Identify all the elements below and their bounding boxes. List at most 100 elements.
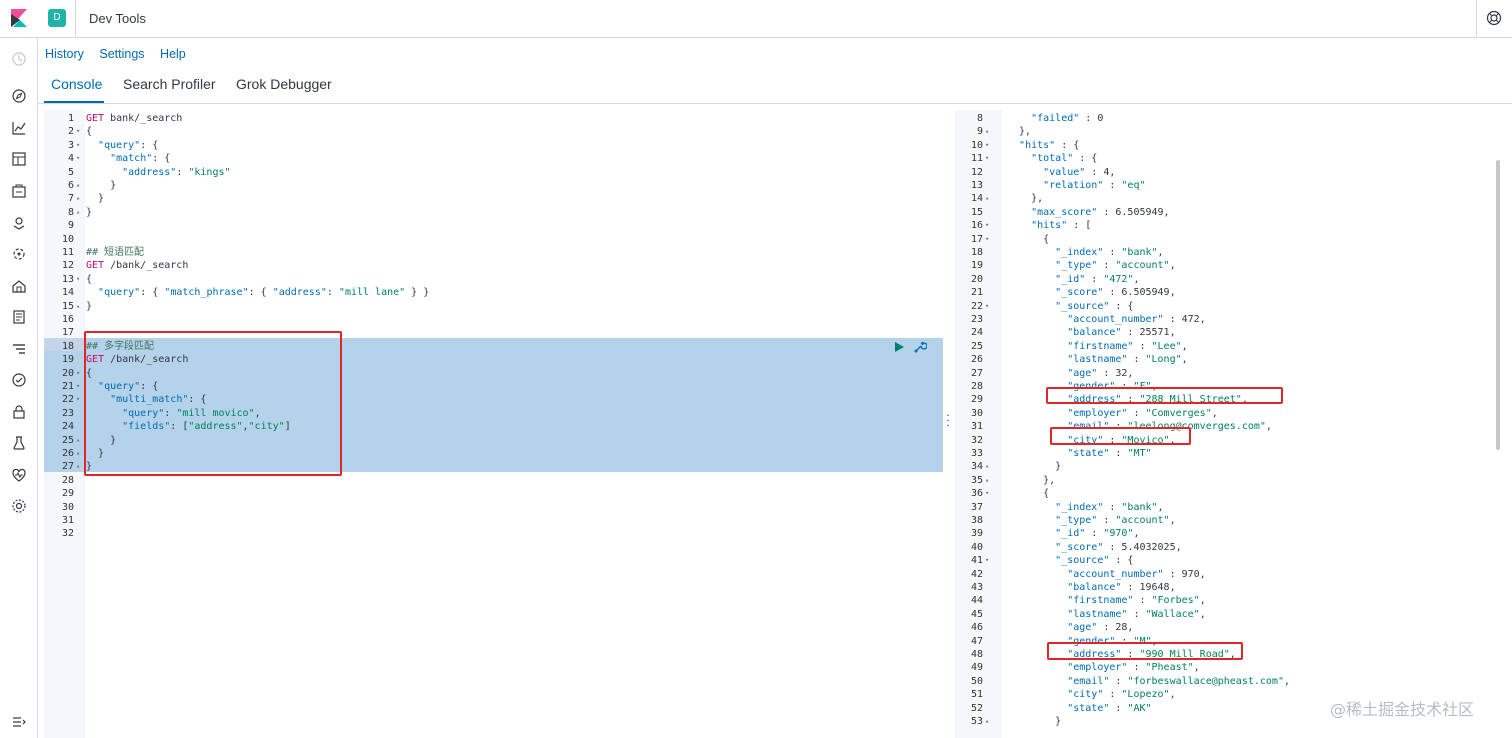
tab-search-profiler[interactable]: Search Profiler	[123, 76, 216, 92]
fold-toggle-icon[interactable]: ▴	[985, 462, 990, 471]
fold-toggle-icon[interactable]: ▾	[76, 274, 81, 283]
fold-toggle-icon[interactable]: ▴	[985, 127, 990, 136]
infrastructure-icon[interactable]	[11, 278, 27, 294]
fold-toggle-icon[interactable]: ▴	[76, 462, 81, 471]
fold-toggle-icon[interactable]: ▴	[76, 181, 81, 189]
devtools-icon[interactable]	[11, 435, 27, 451]
fold-toggle-icon[interactable]: ▴	[76, 435, 81, 444]
fold-toggle-icon[interactable]: ▾	[76, 395, 81, 404]
line-number: 13	[970, 180, 983, 191]
line-number: 19	[970, 260, 983, 272]
response-gutter	[955, 110, 1002, 738]
code-token	[1007, 341, 1067, 352]
fold-toggle-icon[interactable]: ▾	[985, 221, 990, 230]
fold-toggle-icon[interactable]: ▾	[76, 368, 81, 377]
fold-toggle-icon[interactable]: ▾	[985, 234, 990, 243]
code-token: "multi_match"	[110, 394, 189, 406]
request_editor-line: 18## 多字段匹配	[44, 340, 943, 353]
fold-toggle-icon[interactable]: ▾	[76, 154, 81, 163]
response_editor-line: 36▾ {	[955, 487, 1500, 500]
line-number: 20	[970, 273, 983, 285]
code-token: : 28,	[1097, 622, 1134, 634]
monitoring-icon[interactable]	[11, 467, 27, 483]
recent-icon[interactable]	[11, 51, 27, 67]
code-token: :	[176, 166, 189, 178]
fold-toggle-icon[interactable]: ▴	[985, 475, 990, 484]
code-text: }	[86, 179, 116, 192]
fold-toggle-icon[interactable]: ▾	[985, 140, 990, 149]
collapse-icon[interactable]	[11, 714, 27, 730]
response_editor-line: 35▴ },	[955, 474, 1500, 487]
request_editor-line: 24 "fields": ["address","city"]	[44, 420, 943, 433]
code-token: bank/_search	[104, 113, 183, 124]
visualize-icon[interactable]	[11, 120, 27, 136]
response_editor-line: 52 "state" : "AK"	[955, 702, 1500, 715]
discover-icon[interactable]	[11, 88, 27, 104]
code-token: :	[1103, 434, 1122, 446]
maps-icon[interactable]	[11, 215, 27, 231]
fold-toggle-icon[interactable]: ▴	[76, 207, 81, 216]
fold-toggle-icon[interactable]: ▴	[76, 194, 81, 203]
fold-toggle-icon[interactable]: ▾	[76, 140, 81, 149]
fold-toggle-icon[interactable]: ▾	[985, 154, 990, 163]
request_editor-line: 6▴ }	[44, 179, 943, 192]
tab-grok-debugger[interactable]: Grok Debugger	[236, 76, 332, 92]
code-token: :	[1109, 448, 1128, 459]
response_editor-line: 8 "failed" : 0	[955, 112, 1500, 125]
fold-toggle-icon[interactable]: ▴	[76, 301, 81, 310]
management-icon[interactable]	[11, 498, 27, 514]
fold-toggle-icon[interactable]: ▾	[76, 127, 81, 136]
fold-toggle-icon[interactable]: ▴	[76, 449, 81, 457]
response_editor-line: 13 "relation" : "eq"	[955, 179, 1500, 192]
line-number: 9	[67, 220, 74, 232]
help-menu-icon[interactable]	[1486, 10, 1502, 26]
dashboard-icon[interactable]	[11, 151, 27, 167]
logs-icon[interactable]	[11, 309, 27, 325]
code-token: "Lopezo"	[1121, 689, 1170, 701]
request_editor-line: 25▴ }	[44, 434, 943, 447]
tab-console[interactable]: Console	[51, 76, 103, 92]
multi-match-request-highlight-box	[84, 331, 342, 476]
code-token: "MT"	[1127, 448, 1152, 459]
fold-toggle-icon[interactable]: ▾	[985, 489, 990, 498]
code-text: "relation" : "eq"	[1007, 179, 1145, 192]
line-number: 17	[970, 233, 983, 245]
ml-icon[interactable]	[11, 246, 27, 262]
uptime-icon[interactable]	[11, 372, 27, 388]
code-text: "address" : "990 Mill Road",	[1007, 648, 1236, 661]
response_editor-line: 51 "city" : "Lopezo",	[955, 688, 1500, 701]
code-text: }	[86, 300, 92, 313]
fold-toggle-icon[interactable]: ▾	[985, 301, 990, 310]
space-avatar[interactable]: D	[48, 9, 66, 27]
code-token: "leelong@comverges.com"	[1127, 421, 1266, 433]
canvas-icon[interactable]	[11, 183, 27, 199]
line-number: 29	[61, 488, 74, 500]
history-link[interactable]: History	[45, 47, 84, 61]
code-token: :	[1115, 381, 1134, 392]
settings-link[interactable]: Settings	[99, 47, 145, 61]
apm-icon[interactable]	[11, 341, 27, 357]
kibana-logo-icon[interactable]	[11, 9, 27, 27]
help-link[interactable]: Help	[160, 47, 186, 61]
code-token: "lastname"	[1067, 608, 1128, 620]
line-number: 31	[61, 515, 74, 526]
fold-toggle-icon[interactable]: ▴	[985, 194, 990, 203]
line-number: 13	[61, 273, 74, 285]
code-token: :	[1109, 421, 1128, 433]
request_editor-line: 3▾ "query": {	[44, 139, 943, 152]
request-options-wrench-icon[interactable]	[913, 340, 927, 354]
fold-toggle-icon[interactable]: ▾	[985, 556, 990, 565]
line-number: 3	[67, 139, 74, 151]
fold-toggle-icon[interactable]: ▴	[985, 717, 990, 725]
code-token: ## 短语匹配	[86, 247, 145, 258]
response-scrollbar[interactable]	[1496, 160, 1500, 450]
response_editor-line: 40 "_score" : 5.4032025,	[955, 541, 1500, 554]
code-token	[1007, 314, 1067, 325]
siem-icon[interactable]	[11, 404, 27, 420]
editor-resize-handle[interactable]: ···	[946, 409, 950, 432]
fold-toggle-icon[interactable]: ▾	[76, 382, 81, 390]
send-request-play-icon[interactable]	[893, 341, 905, 353]
code-text: "firstname" : "Lee",	[1007, 340, 1187, 353]
line-number: 39	[970, 528, 983, 540]
